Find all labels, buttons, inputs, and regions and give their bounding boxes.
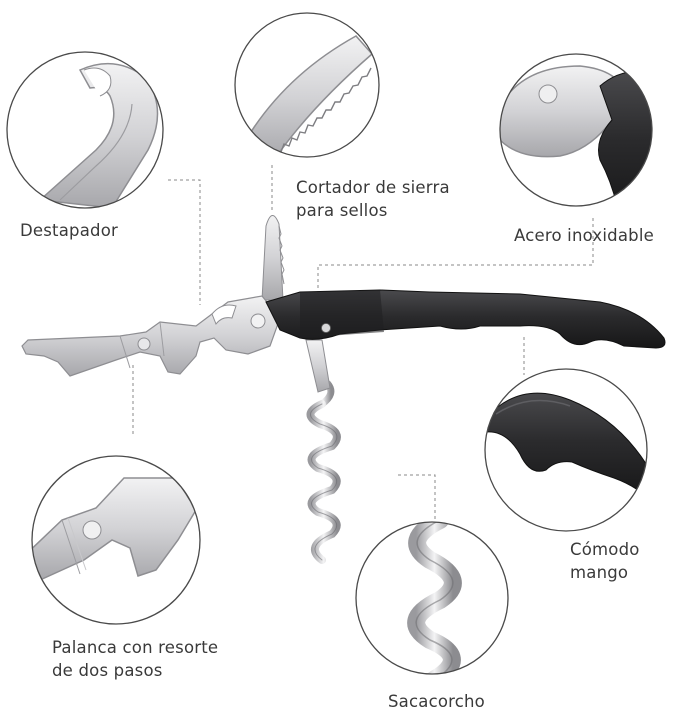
handle-text-1: Cómodo — [570, 540, 640, 559]
detail-foil-cutter — [234, 12, 380, 158]
label-lever: Palanca con resorte de dos pasos — [52, 636, 218, 682]
handle-rivet — [321, 323, 331, 333]
lever-text-2: de dos pasos — [52, 661, 163, 680]
leader-lines — [132, 165, 594, 525]
foil-cutter-blade — [261, 215, 285, 301]
label-corkscrew: Sacacorcho — [388, 690, 485, 713]
corkscrew-text: Sacacorcho — [388, 692, 485, 711]
label-bottle-opener: Destapador — [20, 219, 118, 242]
detail-corkscrew — [355, 521, 509, 675]
detail-lever — [31, 455, 201, 625]
leader-corkscrew — [398, 474, 436, 525]
detail-stainless — [499, 53, 653, 207]
foil-cutter-text-2: para sellos — [296, 201, 388, 220]
corkscrew-product — [21, 215, 666, 564]
leader-stainless — [317, 218, 594, 295]
label-foil-cutter: Cortador de sierra para sellos — [296, 176, 450, 222]
detail-bottle-opener — [6, 51, 164, 209]
label-handle: Cómodo mango — [570, 538, 640, 584]
detail-handle — [484, 368, 648, 532]
handle-text-2: mango — [570, 563, 629, 582]
lever-arm — [21, 295, 281, 377]
leader-bottle-opener — [168, 179, 201, 305]
lever-text-1: Palanca con resorte — [52, 638, 219, 657]
bottle-opener-text: Destapador — [20, 221, 118, 240]
label-stainless: Acero inoxidable — [514, 224, 654, 247]
helix-shank — [305, 339, 331, 393]
foil-cutter-text-1: Cortador de sierra — [296, 178, 450, 197]
stainless-text: Acero inoxidable — [514, 226, 654, 245]
